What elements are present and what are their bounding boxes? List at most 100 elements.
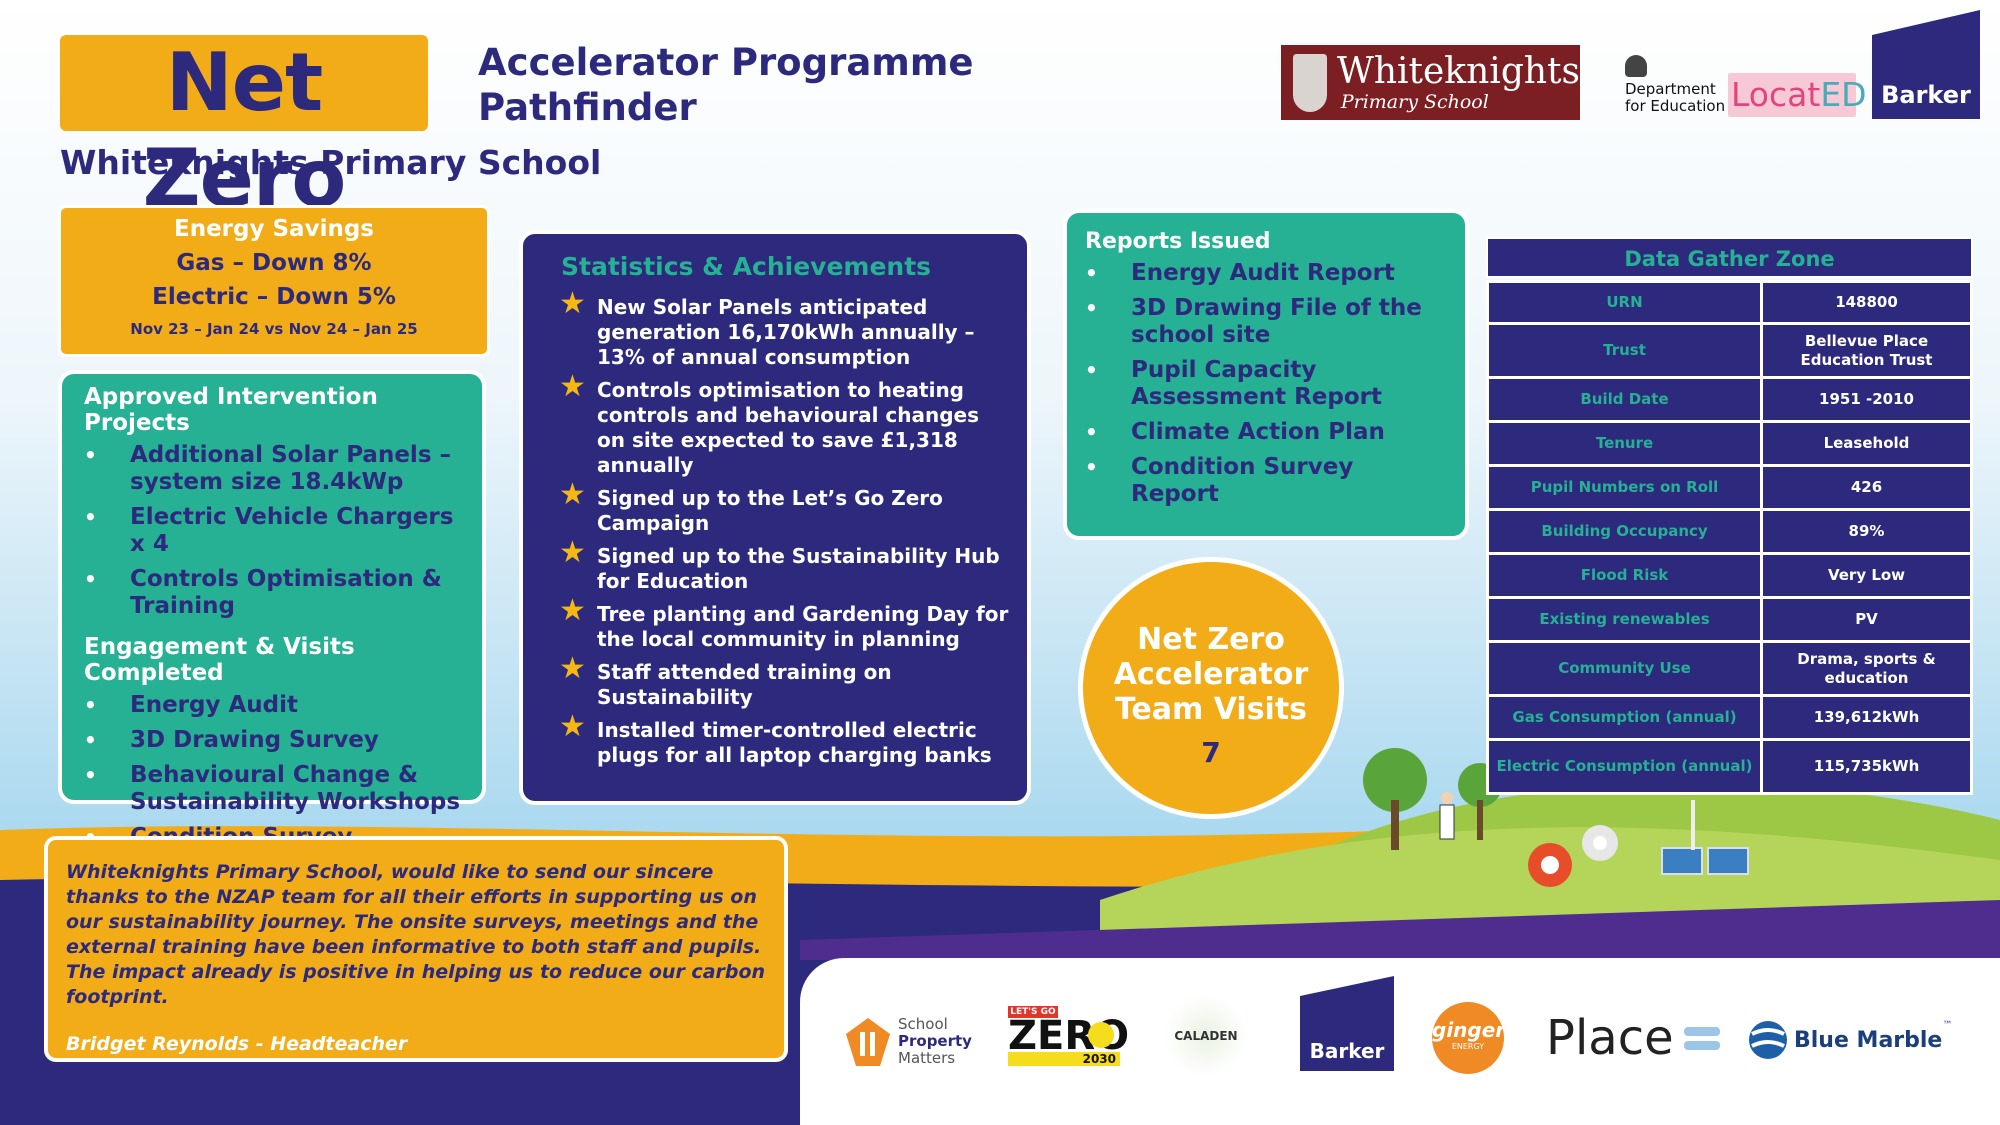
- located-logo-locat: Locat: [1731, 75, 1821, 114]
- engagement-title: Engagement & Visits Completed: [84, 634, 355, 686]
- intervention-item: Additional Solar Panels – system size 18…: [84, 442, 468, 496]
- dfe-line2: for Education: [1625, 97, 1726, 115]
- whiteknights-logo-title: Whiteknights: [1336, 50, 1580, 92]
- programme-title: Accelerator Programme Pathfinder: [478, 40, 974, 130]
- field-label: Existing renewables: [1486, 596, 1763, 643]
- quote-signature: Bridget Reynolds - Headteacher: [66, 1033, 408, 1055]
- spm-line3: Matters: [898, 1049, 956, 1067]
- blue-marble-logo: Blue Marble ™: [1748, 1020, 1952, 1060]
- report-item: Pupil Capacity Assessment Report: [1085, 357, 1449, 411]
- star-icon: ★: [559, 477, 586, 512]
- school-crest-icon: [1293, 53, 1327, 112]
- interventions-title: Approved Intervention Projects: [84, 384, 378, 436]
- achievement-item: ★Staff attended training on Sustainabili…: [559, 654, 1009, 710]
- school-property-matters-logo: School Property Matters: [846, 1016, 972, 1067]
- located-logo-ed: ED: [1820, 75, 1867, 114]
- headteacher-quote: Whiteknights Primary School, would like …: [44, 836, 788, 1062]
- place-equals-icon: [1683, 1027, 1720, 1050]
- achievement-item: ★ Controls optimisation to heating contro…: [559, 372, 1009, 478]
- data-gather-title: Data Gather Zone: [1486, 237, 1973, 278]
- electric-saving: Electric – Down 5%: [152, 284, 396, 310]
- field-label: Flood Risk: [1486, 552, 1763, 599]
- achievement-item: ★ Signed up to the Let’s Go Zero Campaign: [559, 480, 1009, 536]
- barker-logo: Barker: [1872, 10, 1980, 119]
- report-item: Energy Audit Report: [1085, 260, 1449, 287]
- spm-line2: Property: [898, 1032, 972, 1050]
- field-value: 89%: [1760, 508, 1973, 555]
- whiteknights-logo-subtitle: Primary School: [1340, 90, 1489, 113]
- field-value: Drama, sports & education: [1760, 640, 1973, 697]
- spm-shield-icon: [846, 1017, 890, 1066]
- engagement-item: Behavioural Change & Sustainability Work…: [84, 762, 468, 816]
- achievement-text: Installed timer-controlled electric plug…: [597, 718, 992, 767]
- energy-savings-panel: Energy Savings Gas – Down 8% Electric – …: [58, 205, 490, 357]
- star-icon: ★: [559, 651, 586, 686]
- lgz-top: LET'S GO: [1008, 1006, 1058, 1018]
- report-item: Condition Survey Report: [1085, 454, 1449, 508]
- field-value: Very Low: [1760, 552, 1973, 599]
- achievement-item: ★Installed timer-controlled electric plu…: [559, 712, 1009, 768]
- engagement-item: 3D Drawing Survey: [84, 727, 468, 754]
- star-icon: ★: [559, 593, 586, 628]
- ginger-label: ginger: [1432, 1018, 1506, 1042]
- statistics-panel: Statistics & Achievements ★New Solar Pan…: [519, 230, 1031, 805]
- ginger-energy-logo: ginger ENERGY: [1432, 1002, 1506, 1074]
- dfe-logo: Department for Education: [1625, 55, 1725, 115]
- star-icon: ★: [559, 369, 586, 404]
- blue-marble-tm: ™: [1942, 1020, 1953, 1031]
- place-logo: Place: [1546, 1010, 1720, 1066]
- field-label: Build Date: [1486, 376, 1763, 423]
- field-value: Bellevue Place Education Trust: [1760, 322, 1973, 379]
- field-value: 139,612kWh: [1760, 694, 1973, 741]
- lets-go-zero-logo: LET'S GO ZERO 2030: [1008, 1006, 1129, 1070]
- field-label: Trust: [1486, 322, 1763, 379]
- lgz-year: 2030: [1008, 1052, 1120, 1066]
- star-icon: ★: [559, 286, 586, 321]
- achievement-item: ★ Tree planting and Gardening Day for the…: [559, 596, 1009, 652]
- achievement-text: Signed up to the Sustainability Hub for …: [597, 544, 1000, 593]
- achievement-item: ★ Signed up to the Sustainability Hub for…: [559, 538, 1009, 594]
- team-visits-circle: Net Zero Accelerator Team Visits 7: [1078, 557, 1344, 819]
- programme-title-line1: Accelerator Programme: [478, 41, 974, 84]
- caladen-logo: CALADEN: [1164, 994, 1248, 1078]
- barker-logo-label: Barker: [1881, 81, 1971, 109]
- field-value: Leasehold: [1760, 420, 1973, 467]
- table-row: Gas Consumption (annual)139,612kWh: [1486, 694, 1973, 741]
- achievement-text: Tree planting and Gardening Day for the …: [597, 602, 1009, 651]
- partner-logos-strip: School Property Matters LET'S GO ZERO 20…: [800, 958, 2000, 1125]
- barker-logo-shape: [1872, 10, 1980, 119]
- field-value: 426: [1760, 464, 1973, 511]
- royal-crest-icon: [1625, 55, 1647, 77]
- place-label: Place: [1546, 1010, 1674, 1066]
- achievement-text: Signed up to the Let’s Go Zero Campaign: [597, 486, 943, 535]
- intervention-item: Electric Vehicle Chargers x 4: [84, 504, 468, 558]
- engagement-item: Energy Audit: [84, 692, 468, 719]
- whiteknights-logo: Whiteknights Primary School: [1281, 45, 1580, 120]
- field-label: Tenure: [1486, 420, 1763, 467]
- dfe-line1: Department: [1625, 80, 1716, 98]
- visits-line3: Team Visits: [1114, 692, 1308, 727]
- field-label: Building Occupancy: [1486, 508, 1763, 555]
- spm-line1: School: [898, 1015, 948, 1033]
- star-icon: ★: [559, 535, 586, 570]
- blue-marble-icon: [1749, 1021, 1787, 1059]
- reports-panel: Reports Issued Energy Audit Report 3D Dr…: [1063, 209, 1469, 540]
- report-item: 3D Drawing File of the school site: [1085, 295, 1449, 349]
- achievement-text: Controls optimisation to heating control…: [597, 378, 980, 477]
- quote-text: Whiteknights Primary School, would like …: [66, 861, 766, 1008]
- reports-title: Reports Issued: [1085, 229, 1271, 254]
- located-logo: LocatED: [1728, 73, 1867, 117]
- field-label: Electric Consumption (annual): [1486, 738, 1763, 795]
- gas-saving: Gas – Down 8%: [176, 250, 372, 276]
- blue-marble-label: Blue Marble: [1794, 1027, 1943, 1053]
- barker-partner-shape: [1300, 976, 1394, 1071]
- visits-count: 7: [1201, 736, 1221, 769]
